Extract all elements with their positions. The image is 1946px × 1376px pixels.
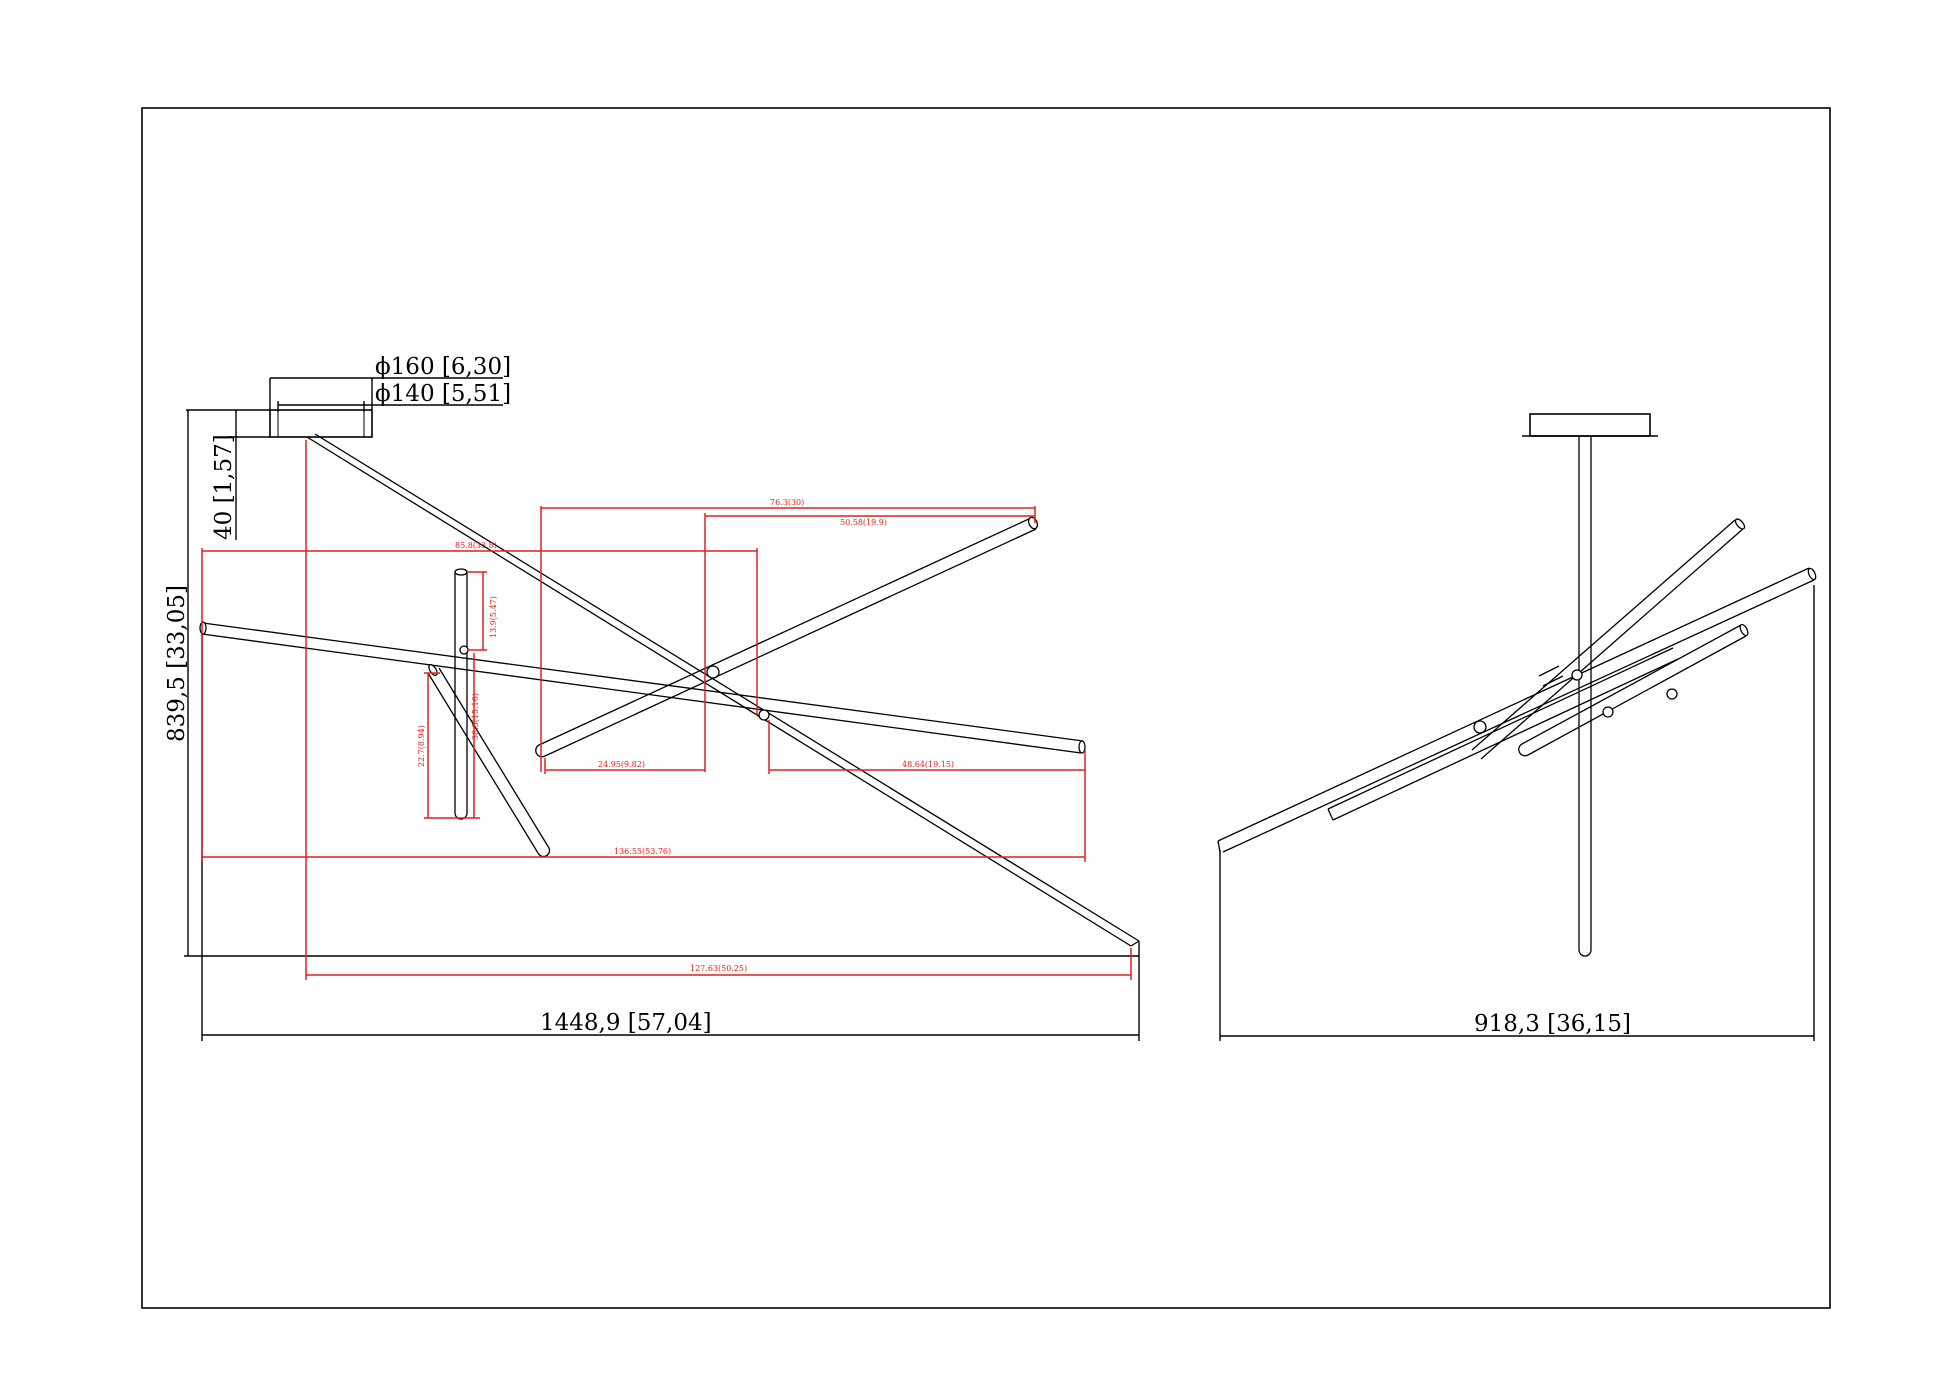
red-dim-139: 13.9(5.47) — [489, 596, 498, 638]
drawing-frame — [141, 107, 1831, 1309]
red-dim-858: 85.8(33.8) — [455, 541, 497, 550]
rod-small-vertical — [454, 568, 468, 820]
side-rod-mid — [1327, 647, 1679, 821]
red-dim-12763: 127.63(50.25) — [690, 964, 747, 973]
front-view: ϕ160 [6,30] ϕ140 [5,51] 40 [1,57] 839,5 … — [164, 354, 1140, 1041]
joint — [459, 645, 469, 655]
red-dim-227: 22.7(8.94) — [417, 725, 426, 767]
red-dimensions — [201, 440, 1132, 980]
red-dim-13655: 136.55(53.76) — [614, 847, 671, 856]
side-rod-upper — [1471, 518, 1746, 760]
side-width-dimension — [1219, 585, 1815, 1041]
dim-diameter-140: ϕ140 [5,51] — [375, 381, 511, 407]
side-rod-lower — [1518, 623, 1749, 757]
rod-main-diagonal — [306, 433, 1140, 947]
side-rod-short — [1538, 665, 1564, 687]
red-dim-5058: 50.58(19.9) — [840, 518, 887, 527]
canopy — [269, 409, 373, 438]
dim-front-width: 1448,9 [57,04] — [540, 1010, 712, 1036]
red-dim-763: 76.3(30) — [770, 498, 804, 507]
side-joint — [1571, 669, 1583, 681]
dim-diameter-160: ϕ160 [6,30] — [375, 354, 511, 380]
rod-horizontal — [199, 621, 1086, 754]
dim-side-width: 918,3 [36,15] — [1474, 1011, 1631, 1037]
black-dimensions — [184, 377, 1140, 1041]
joint — [706, 665, 720, 679]
red-dim-2495: 24.95(9.82) — [598, 760, 645, 769]
dim-total-height: 839,5 [33,05] — [164, 585, 190, 742]
rod-upper-right — [535, 516, 1039, 758]
joint — [758, 709, 770, 721]
side-canopy — [1529, 413, 1651, 437]
dim-canopy-height: 40 [1,57] — [211, 434, 237, 540]
rod-small-diagonal — [427, 664, 551, 858]
side-view: 918,3 [36,15] — [1217, 413, 1817, 1041]
side-joint — [1666, 688, 1678, 700]
red-dim-4864: 48.64(19.15) — [902, 760, 954, 769]
side-rod-long — [1217, 567, 1817, 853]
side-stem — [1578, 436, 1592, 957]
side-joint — [1473, 720, 1487, 734]
side-joint — [1602, 706, 1614, 718]
red-dim-385: 38.5(15.16) — [471, 693, 480, 740]
